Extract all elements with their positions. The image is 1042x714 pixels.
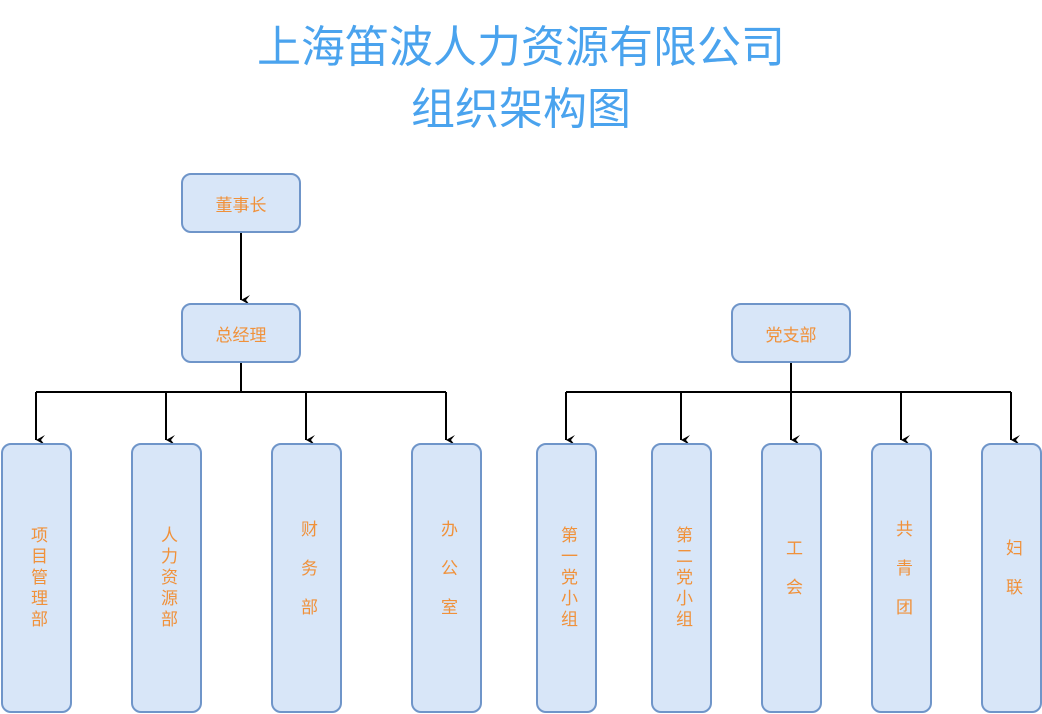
node-dept-finance: 财务部 — [271, 443, 342, 713]
node-party-branch: 党支部 — [731, 303, 851, 363]
node-party-group-2: 第二党小组 — [651, 443, 712, 713]
node-youth-league: 共青团 — [871, 443, 932, 713]
node-general-manager: 总经理 — [181, 303, 301, 363]
node-womens-federation: 妇联 — [981, 443, 1042, 713]
chart-subtitle: 组织架构图 — [411, 84, 631, 135]
node-chairman: 董事长 — [181, 173, 301, 233]
node-party-group-1: 第一党小组 — [536, 443, 597, 713]
node-dept-human-resources: 人力资源部 — [131, 443, 202, 713]
chart-title: 上海笛波人力资源有限公司 — [257, 22, 785, 73]
node-labor-union: 工会 — [761, 443, 822, 713]
node-dept-project-management: 项目管理部 — [1, 443, 72, 713]
node-dept-office: 办公室 — [411, 443, 482, 713]
